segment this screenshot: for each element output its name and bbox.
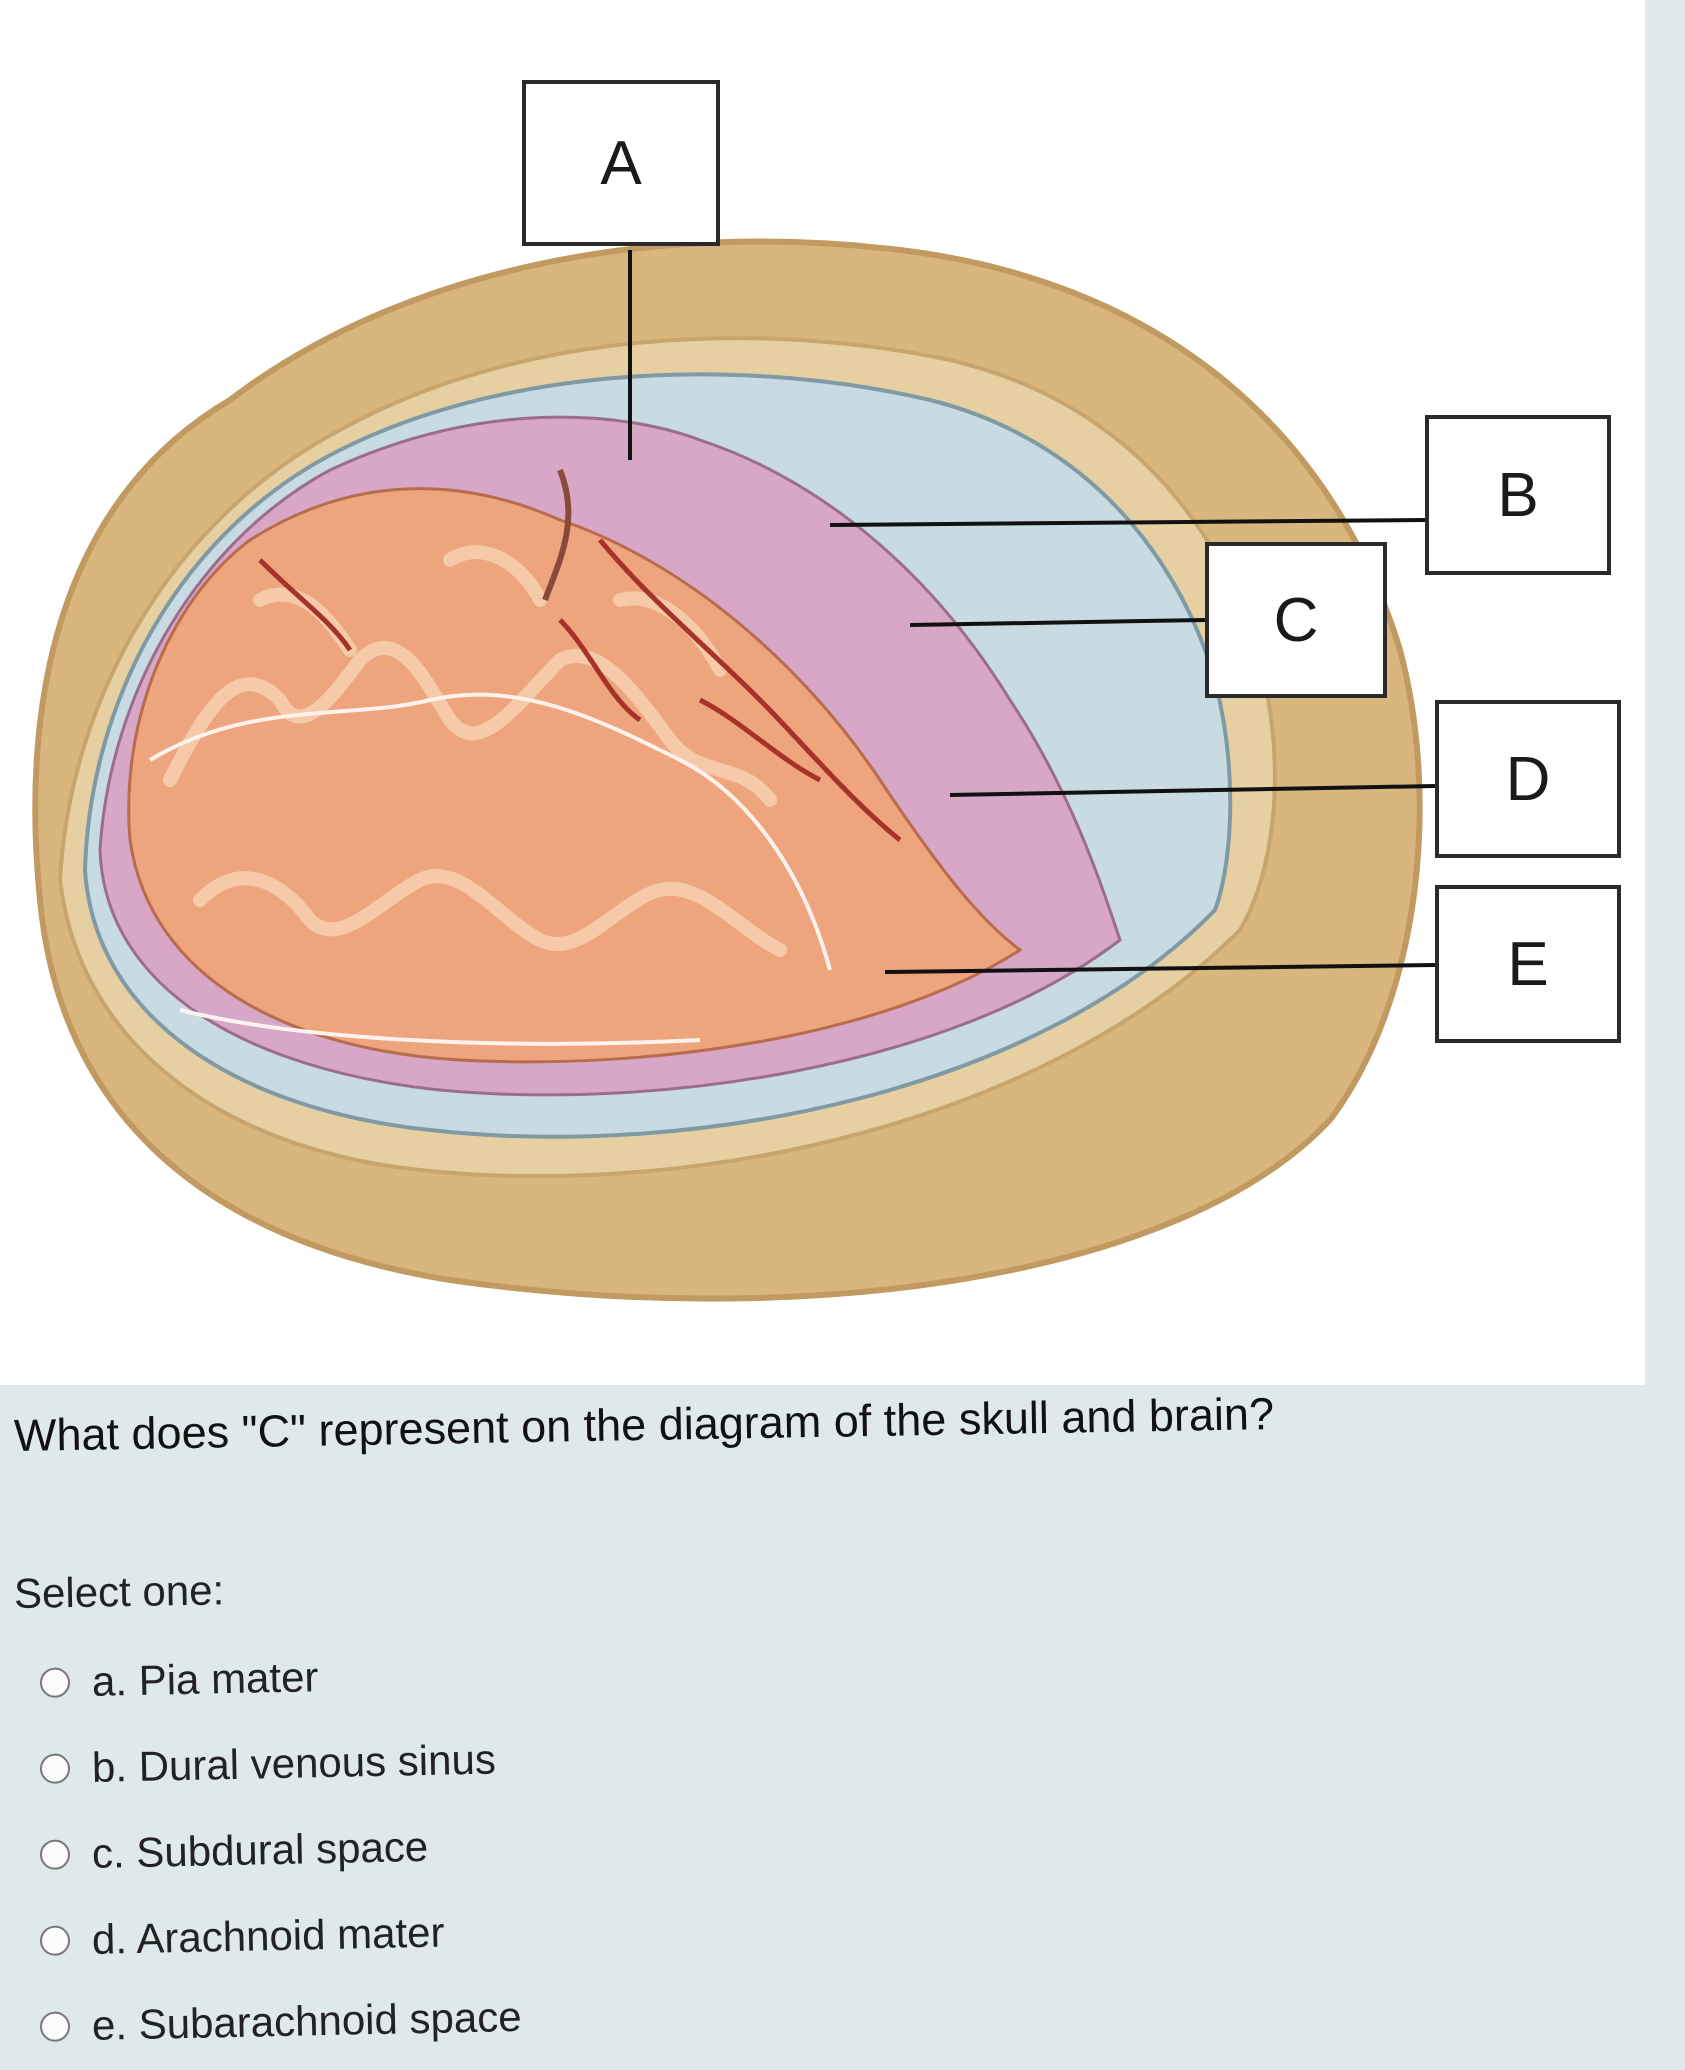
option-d[interactable]: d. Arachnoid mater: [39, 1888, 522, 1984]
option-d-label[interactable]: d. Arachnoid mater: [91, 1908, 445, 1963]
skull-brain-diagram: [32, 238, 1436, 1302]
longitudinal-fissure: [542, 468, 572, 602]
diagram-panel: A B C D E: [0, 0, 1645, 1385]
label-e: E: [1435, 885, 1621, 1043]
leader-line-d: [949, 784, 1436, 797]
option-b[interactable]: b. Dural venous sinus: [39, 1716, 522, 1812]
option-e-label[interactable]: e. Subarachnoid space: [91, 1992, 523, 2049]
label-b: B: [1425, 415, 1611, 575]
label-d: D: [1435, 700, 1621, 858]
radio-button-a[interactable]: [39, 1667, 71, 1698]
radio-button-b[interactable]: [39, 1753, 71, 1784]
leader-line-c: [909, 618, 1206, 627]
label-d-text: D: [1505, 744, 1551, 814]
option-a-label[interactable]: a. Pia mater: [91, 1653, 319, 1705]
option-c[interactable]: c. Subdural space: [39, 1802, 522, 1898]
label-a-text: A: [600, 128, 642, 198]
option-b-label[interactable]: b. Dural venous sinus: [91, 1735, 497, 1791]
label-e-text: E: [1507, 929, 1549, 999]
label-a: A: [522, 80, 720, 246]
option-c-label[interactable]: c. Subdural space: [91, 1822, 429, 1877]
leader-line-b: [829, 518, 1426, 527]
blood-vessels: [258, 538, 902, 842]
white-membrane-line: [148, 692, 832, 1046]
leader-line-e: [884, 963, 1436, 974]
answer-options: a. Pia mater b. Dural venous sinus c. Su…: [39, 1640, 523, 2070]
question-text: What does "C" represent on the diagram o…: [13, 1388, 1275, 1461]
radio-button-d[interactable]: [39, 1925, 71, 1956]
radio-button-e[interactable]: [39, 2011, 71, 2042]
select-one-prompt: Select one:: [13, 1566, 225, 1617]
label-b-text: B: [1497, 460, 1539, 530]
label-c: C: [1205, 542, 1387, 698]
option-a[interactable]: a. Pia mater: [39, 1630, 522, 1726]
label-c-text: C: [1273, 585, 1319, 655]
radio-button-c[interactable]: [39, 1839, 71, 1870]
